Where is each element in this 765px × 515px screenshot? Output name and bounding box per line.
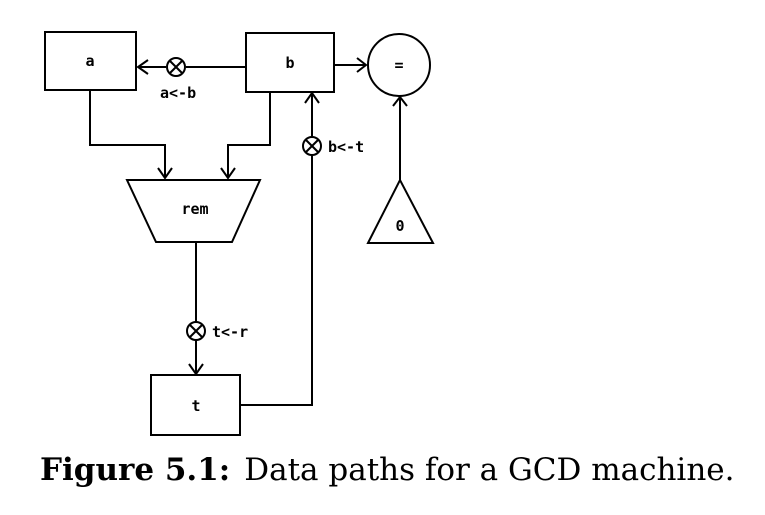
wire-b-to-rem <box>227 92 271 178</box>
figure-caption-text: Data paths for a GCD machine. <box>244 452 735 488</box>
register-b <box>245 32 335 93</box>
register-t-label: t <box>191 397 200 415</box>
arrow-into-a <box>136 59 149 75</box>
figure-caption-label: Figure 5.1: <box>40 452 231 488</box>
rem-operation-label: rem <box>181 200 208 218</box>
equality-test <box>367 33 431 97</box>
equality-test-label: = <box>394 56 403 74</box>
button-t-from-r-label: t<-r <box>212 323 248 341</box>
figure-caption: Figure 5.1: Data paths for a GCD machine. <box>40 452 735 488</box>
arrow-into-equal-from-zero <box>392 95 408 107</box>
button-b-from-t-icon[interactable] <box>302 136 322 156</box>
register-a-label: a <box>85 52 94 70</box>
arrow-into-t <box>188 363 204 376</box>
button-a-from-b-icon[interactable] <box>166 57 186 77</box>
wire-a-to-rem <box>89 90 166 178</box>
arrow-into-b <box>304 91 320 104</box>
rem-operation <box>125 179 262 243</box>
register-a <box>44 31 137 91</box>
arrow-into-rem-right <box>220 167 236 180</box>
button-t-from-r-icon[interactable] <box>186 321 206 341</box>
constant-zero <box>366 177 435 244</box>
arrow-into-rem-left <box>157 167 173 180</box>
button-b-from-t-label: b<-t <box>328 138 364 156</box>
wire-t-to-b <box>240 155 313 406</box>
arrow-into-equal <box>356 57 368 73</box>
button-a-from-b-label: a<-b <box>160 84 196 102</box>
constant-zero-label: 0 <box>395 217 404 235</box>
register-b-label: b <box>285 54 294 72</box>
